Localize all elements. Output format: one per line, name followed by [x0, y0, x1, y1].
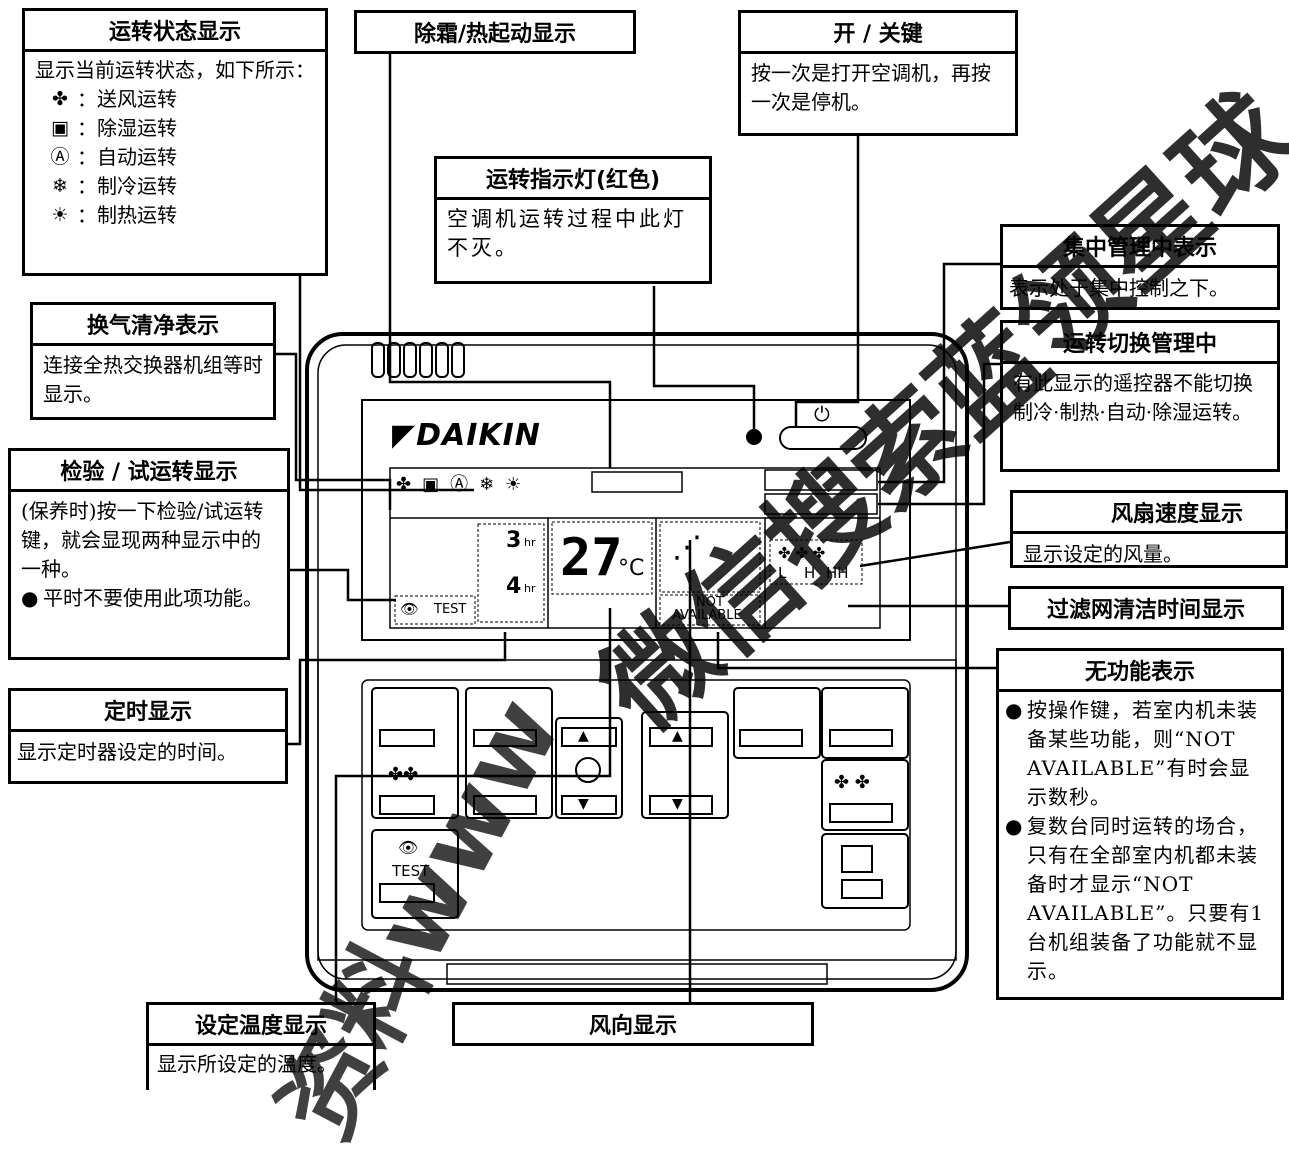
buttons-outline [371, 687, 909, 919]
ventilation-title: 换气清净表示 [33, 305, 273, 346]
onoff-title: 开 / 关键 [741, 13, 1015, 54]
temp-down-button[interactable]: ▼ [578, 796, 589, 812]
cool-icon: ❄ [52, 175, 68, 197]
timer-down-button[interactable]: ▼ [672, 796, 683, 812]
onoff-body: 按一次是打开空调机，再按一次是停机。 [751, 61, 991, 114]
callout-inspection: 检验 / 试运转显示 (保养时)按一下检验/试运转键，就会显现两种显示中的一种。… [8, 448, 290, 660]
mode-row: ✤：送风运转 [43, 85, 315, 114]
fan-speed-body: 显示设定的风量。 [1023, 542, 1183, 566]
auto-icon: Ⓐ [50, 146, 70, 168]
callout-switch-mgmt: 运转切换管理中 有此显示的遥控器不能切换制冷·制热·自动·除湿运转。 [1000, 320, 1280, 472]
leader-lines [276, 52, 1011, 1044]
callout-filter: 过滤网清洁时间显示 [1008, 586, 1284, 630]
callout-timer: 定时显示 显示定时器设定的时间。 [8, 688, 288, 784]
callout-onoff: 开 / 关键 按一次是打开空调机，再按一次是停机。 [738, 10, 1018, 136]
brand-text: DAIKIN [416, 418, 541, 453]
run-status-mode-list: ✤：送风运转 ▣：除湿运转 Ⓐ：自动运转 ❄：制冷运转 ☀：制热运转 [35, 85, 315, 230]
remote-body [305, 332, 969, 992]
mode-row: ▣：除湿运转 [43, 114, 315, 143]
callout-run-status: 运转状态显示 显示当前运转状态，如下所示： ✤：送风运转 ▣：除湿运转 Ⓐ：自动… [22, 8, 328, 276]
temp-up-button[interactable]: ▲ [578, 728, 589, 744]
fan-button-icon[interactable]: ✤ ✤ [834, 772, 870, 793]
no-function-bullet-1: ●按操作键，若室内机未装备某些功能，则“NOT AVAILABLE”有时会显示数… [1005, 698, 1258, 809]
callout-defrost: 除霜/热起动显示 [354, 10, 636, 54]
inspection-bullet: ●平时不要使用此项功能。 [21, 586, 263, 610]
defrost-title: 除霜/热起动显示 [413, 22, 577, 47]
test-eye-icon: 👁 [398, 838, 419, 857]
run-status-intro: 显示当前运转状态，如下所示： [35, 58, 315, 82]
brand-logo: ◤DAIKIN [392, 418, 541, 453]
central-body: 表示处于集中控制之下。 [1009, 276, 1229, 300]
no-function-title: 无功能表示 [999, 651, 1281, 692]
lcd-temperature: 27 [560, 528, 623, 588]
diagram-canvas [276, 52, 1011, 1044]
callout-no-function: 无功能表示 ●按操作键，若室内机未装备某些功能，则“NOT AVAILABLE”… [996, 648, 1284, 1000]
not-available-line2: AVAILABLE [672, 608, 742, 623]
run-lamp [746, 429, 762, 445]
mode-row: Ⓐ：自动运转 [43, 143, 315, 172]
set-temp-body: 显示所设定的温度。 [157, 1052, 337, 1076]
display-frame [361, 399, 911, 641]
vent-slots [371, 342, 465, 378]
not-available-line1: NOT [696, 595, 724, 610]
switch-mgmt-title: 运转切换管理中 [1003, 323, 1277, 364]
daikin-mark-icon: ◤ [392, 418, 417, 453]
power-button-outline [779, 426, 867, 450]
lcd-area [389, 467, 881, 629]
run-status-title: 运转状态显示 [25, 11, 325, 52]
airflow-title: 风向显示 [588, 1014, 677, 1039]
timer-title: 定时显示 [11, 691, 285, 732]
callout-central: 集中管理中表示 表示处于集中控制之下。 [1000, 224, 1280, 310]
timer-off-value: 4 [506, 574, 522, 599]
heat-icon: ☀ [51, 204, 69, 226]
airflow-icon: ⋰ [672, 530, 702, 565]
inspection-title: 检验 / 试运转显示 [11, 451, 287, 492]
button-panel [317, 659, 957, 961]
eye-icon: 👁 [400, 600, 420, 618]
lcd-unit: °C [618, 556, 645, 581]
no-function-bullet-2: ●复数台同时运转的场合，只有在全部室内机都未装备时才显示“NOT AVAILAB… [1005, 814, 1265, 983]
switch-mgmt-body: 有此显示的遥控器不能切换制冷·制热·自动·除湿运转。 [1013, 371, 1253, 424]
callout-set-temp: 设定温度显示 显示所设定的温度。 [146, 1002, 376, 1090]
filter-title: 过滤网清洁时间显示 [1046, 598, 1245, 623]
fan-icon: ✤ [52, 88, 68, 110]
inspection-body: (保养时)按一下检验/试运转键，就会显现两种显示中的一种。 [21, 499, 264, 581]
run-lamp-title: 运转指示灯(红色) [437, 159, 709, 200]
callout-run-lamp: 运转指示灯(红色) 空调机运转过程中此灯不灭。 [434, 156, 712, 284]
power-icon[interactable]: ⏻ [814, 402, 830, 426]
fan-speed-hh: HH [826, 564, 849, 582]
set-temp-title: 设定温度显示 [149, 1005, 373, 1046]
callout-ventilation: 换气清净表示 连接全热交换器机组等时显示。 [30, 302, 276, 420]
mode-icons-row: ✤▣Ⓐ❄☀ [396, 474, 533, 495]
callout-fan-speed: 风扇速度显示 显示设定的风量。 [1010, 490, 1288, 568]
dry-icon: ▣ [51, 117, 69, 139]
timer-on-hr: hr [524, 536, 536, 549]
test-button-label[interactable]: TEST [392, 862, 430, 880]
fan-speed-l: L [778, 564, 787, 582]
callout-airflow: 风向显示 [452, 1002, 814, 1046]
vent-fan-icon[interactable]: ✤✤ [388, 764, 419, 785]
mode-row: ❄：制冷运转 [43, 172, 315, 201]
ventilation-body: 连接全热交换器机组等时显示。 [43, 353, 263, 406]
timer-body: 显示定时器设定的时间。 [17, 740, 237, 764]
fan-speed-title: 风扇速度显示 [1013, 493, 1285, 534]
fan-speed-h: H [804, 564, 816, 582]
mode-row: ☀：制热运转 [43, 201, 315, 230]
timer-off-hr: hr [524, 582, 536, 595]
run-lamp-body: 空调机运转过程中此灯不灭。 [447, 207, 687, 260]
timer-up-button[interactable]: ▲ [672, 728, 683, 744]
lcd-test-label: TEST [434, 602, 467, 617]
timer-on-value: 3 [506, 528, 522, 553]
fan-speed-icons: ✤ ✤ ✤ [778, 544, 826, 562]
central-title: 集中管理中表示 [1003, 227, 1277, 268]
